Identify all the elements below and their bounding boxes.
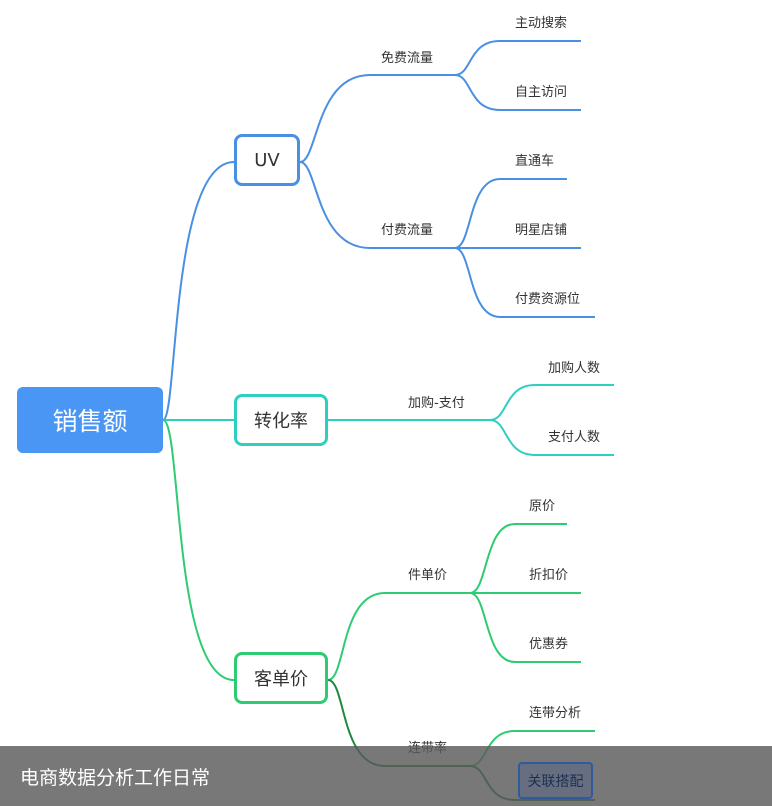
leaf-label-bundle-matching: 关联搭配 <box>527 773 584 790</box>
group-label-free-traffic: 免费流量 <box>381 51 433 66</box>
branch-node-uv-label: UV <box>254 149 280 171</box>
edge-aov-unit <box>327 592 470 681</box>
edge-free-leaf-1 <box>454 40 581 76</box>
branch-node-aov-label: 客单价 <box>254 669 308 690</box>
branch-node-conversion-label: 转化率 <box>254 411 308 432</box>
leaf-label-paying-users: 支付人数 <box>548 430 600 445</box>
group-label-cart-to-pay: 加购-支付 <box>408 395 465 411</box>
caption-text: 电商数据分析工作日常 <box>20 766 211 789</box>
root-node-sales[interactable]: 销售额 <box>17 387 163 453</box>
edge-unit-leaf-1 <box>469 523 567 594</box>
root-node-label: 销售额 <box>52 407 128 436</box>
edge-uv-paid <box>299 161 455 249</box>
edge-free-leaf-2 <box>454 74 581 111</box>
edge-conv-leaf-2 <box>489 419 614 456</box>
edge-paid-leaf-1 <box>454 178 567 249</box>
edge-root-aov <box>162 419 235 681</box>
edge-uv-free <box>299 74 455 163</box>
leaf-label-active-search: 主动搜索 <box>515 16 567 31</box>
leaf-label-discount-price: 折扣价 <box>529 568 568 583</box>
leaf-label-paid-slot: 付费资源位 <box>515 292 580 307</box>
branch-node-conversion[interactable]: 转化率 <box>234 394 328 446</box>
group-label-unit-price: 件单价 <box>408 568 447 583</box>
leaf-label-cart-users: 加购人数 <box>548 360 600 376</box>
leaf-label-attach-analysis: 连带分析 <box>529 705 581 721</box>
group-label-paid-traffic: 付费流量 <box>381 223 433 238</box>
caption-bar: 电商数据分析工作日常 <box>0 746 772 806</box>
edge-root-uv <box>162 161 235 421</box>
leaf-label-self-visit: 自主访问 <box>515 85 567 100</box>
leaf-label-star-store: 明星店铺 <box>515 223 567 238</box>
leaf-label-through-train: 直通车 <box>515 153 554 169</box>
branch-node-aov[interactable]: 客单价 <box>234 652 328 704</box>
edge-conv-leaf-1 <box>489 384 614 421</box>
leaf-node-bundle-matching[interactable]: 关联搭配 <box>518 762 593 799</box>
leaf-label-original-price: 原价 <box>529 499 555 514</box>
branch-node-uv[interactable]: UV <box>234 134 300 186</box>
leaf-label-coupon: 优惠券 <box>529 636 568 652</box>
edge-paid-leaf-3 <box>454 247 595 318</box>
edge-unit-leaf-3 <box>469 592 581 663</box>
